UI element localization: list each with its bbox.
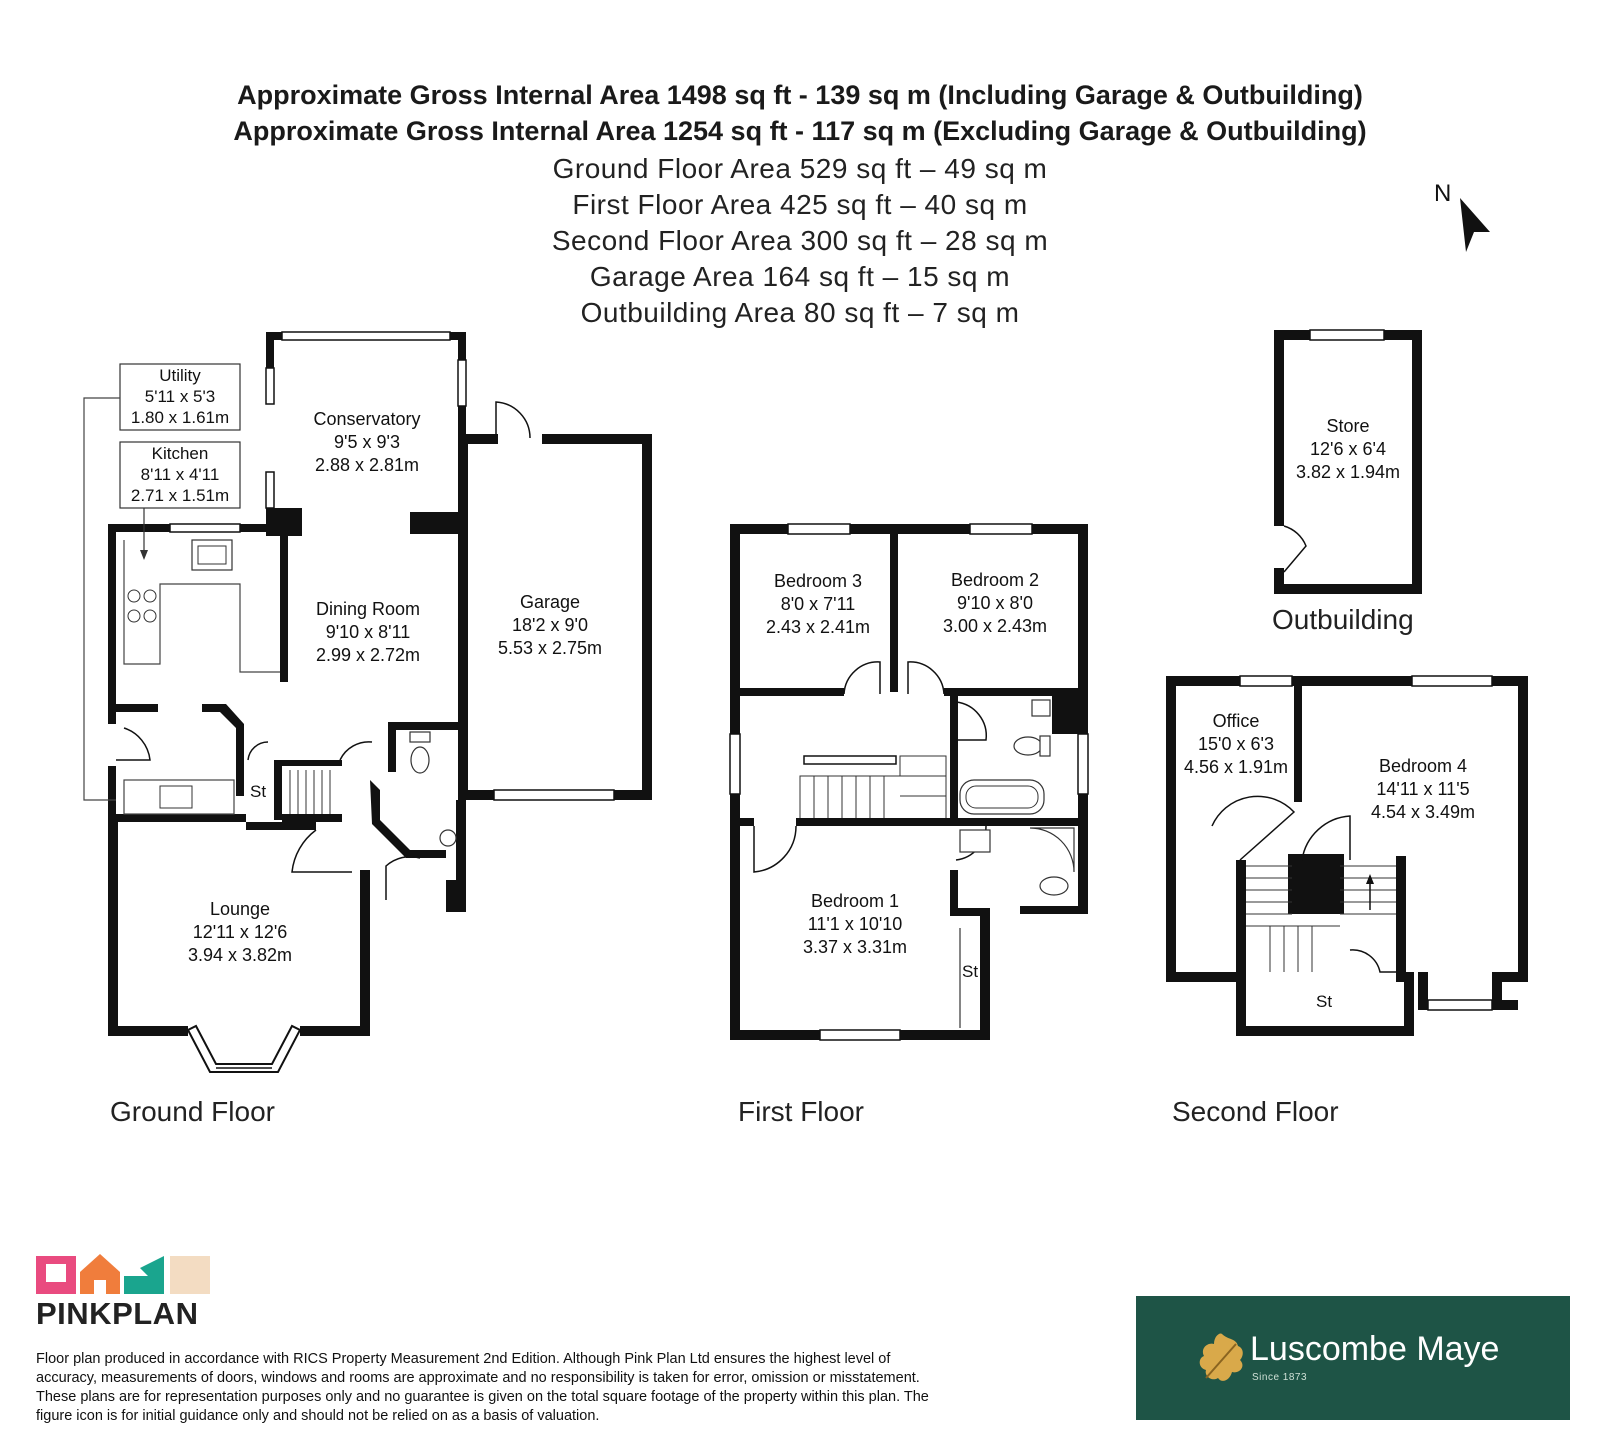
room-metric: 3.00 x 2.43m <box>942 616 1048 636</box>
ground-floor-area: Ground Floor Area 529 sq ft – 49 sq m <box>552 153 1048 184</box>
room-lounge: Lounge 12'11 x 12'6 3.94 x 3.82m <box>188 898 292 967</box>
north-label: N <box>1434 180 1452 207</box>
room-imperial: 12'6 x 6'4 <box>1310 439 1386 459</box>
room-imperial: 18'2 x 9'0 <box>512 615 588 635</box>
first-floor-label: First Floor <box>738 1096 864 1127</box>
room-imperial: 8'11 x 4'11 <box>140 465 220 484</box>
agent-name: Luscombe Maye <box>1250 1330 1500 1368</box>
room-name: Utility <box>159 366 201 385</box>
garage-area: Garage Area 164 sq ft – 15 sq m <box>589 261 1011 292</box>
room-imperial: 9'10 x 8'0 <box>957 593 1033 613</box>
room-metric: 3.82 x 1.94m <box>1295 462 1401 482</box>
room-metric: 4.54 x 3.49m <box>1370 802 1476 822</box>
room-utility: Utility 5'11 x 5'3 1.80 x 1.61m <box>131 365 229 428</box>
room-bedroom1: Bedroom 1 11'1 x 10'10 3.37 x 3.31m <box>803 890 907 959</box>
room-metric: 3.94 x 3.82m <box>187 945 293 965</box>
room-imperial: 9'5 x 9'3 <box>334 432 400 452</box>
oak-leaf-icon <box>1199 1333 1243 1381</box>
room-name: Bedroom 1 <box>810 891 900 911</box>
room-dining: Dining Room 9'10 x 8'11 2.99 x 2.72m <box>316 598 420 667</box>
room-metric: 1.80 x 1.61m <box>130 408 230 427</box>
second-floor-walls <box>1166 675 1528 1036</box>
room-imperial: 15'0 x 6'3 <box>1198 734 1274 754</box>
room-conservatory: Conservatory 9'5 x 9'3 2.88 x 2.81m <box>313 408 420 477</box>
first-floor-area: First Floor Area 425 sq ft – 40 sq m <box>572 189 1028 220</box>
room-metric: 2.43 x 2.41m <box>765 617 871 637</box>
room-imperial: 9'10 x 8'11 <box>325 622 411 642</box>
room-bedroom3: Bedroom 3 8'0 x 7'11 2.43 x 2.41m <box>766 570 870 639</box>
compass-arrow-icon <box>1460 198 1490 252</box>
room-metric: 3.37 x 3.31m <box>802 937 908 957</box>
luscombe-maye-logo: Luscombe Maye Since 1873 <box>1136 1296 1570 1420</box>
room-imperial: 12'11 x 12'6 <box>192 922 288 942</box>
agent-since: Since 1873 <box>1252 1372 1308 1383</box>
storage-label: St <box>962 962 979 981</box>
ground-floor-walls <box>83 331 652 1073</box>
room-bedroom4: Bedroom 4 14'11 x 11'5 4.54 x 3.49m <box>1371 755 1475 824</box>
room-imperial: 14'11 x 11'5 <box>1376 779 1470 799</box>
room-store: Store 12'6 x 6'4 3.82 x 1.94m <box>1296 415 1400 484</box>
room-name: Bedroom 3 <box>773 571 863 591</box>
area-including-garage: Approximate Gross Internal Area 1498 sq … <box>237 80 1363 110</box>
room-name: Bedroom 2 <box>950 570 1040 590</box>
room-imperial: 11'1 x 10'10 <box>807 914 903 934</box>
ground-floor-label: Ground Floor <box>110 1096 275 1127</box>
first-floor-walls <box>729 523 1089 1041</box>
room-office: Office 15'0 x 6'3 4.56 x 1.91m <box>1184 710 1288 779</box>
outbuilding-area: Outbuilding Area 80 sq ft – 7 sq m <box>580 297 1020 328</box>
room-metric: 2.71 x 1.51m <box>130 486 230 505</box>
storage-label: St <box>1316 992 1333 1011</box>
room-metric: 5.53 x 2.75m <box>497 638 603 658</box>
disclaimer-text: Floor plan produced in accordance with R… <box>36 1351 929 1424</box>
pinkplan-logo-icon <box>36 1254 210 1294</box>
room-metric: 2.88 x 2.81m <box>314 455 420 475</box>
area-excluding-garage: Approximate Gross Internal Area 1254 sq … <box>233 116 1367 146</box>
outbuilding-label: Outbuilding <box>1272 604 1414 635</box>
room-bedroom2: Bedroom 2 9'10 x 8'0 3.00 x 2.43m <box>943 569 1047 638</box>
room-imperial: 5'11 x 5'3 <box>144 387 216 406</box>
room-name: Store <box>1326 416 1370 436</box>
storage-label: St <box>250 782 267 801</box>
second-floor-area: Second Floor Area 300 sq ft – 28 sq m <box>551 225 1049 256</box>
room-imperial: 8'0 x 7'11 <box>780 594 856 614</box>
room-kitchen: Kitchen 8'11 x 4'11 2.71 x 1.51m <box>131 443 229 506</box>
room-name: Office <box>1212 711 1260 731</box>
room-name: Kitchen <box>151 444 209 463</box>
room-metric: 4.56 x 1.91m <box>1183 757 1289 777</box>
room-name: Dining Room <box>315 599 421 619</box>
room-name: Lounge <box>209 899 271 919</box>
room-name: Conservatory <box>313 409 421 429</box>
room-name: Bedroom 4 <box>1378 756 1468 776</box>
room-metric: 2.99 x 2.72m <box>315 645 421 665</box>
outbuilding-walls <box>1274 329 1422 594</box>
second-floor-label: Second Floor <box>1172 1096 1339 1127</box>
pinkplan-wordmark: PINKPLAN <box>36 1296 199 1331</box>
room-name: Garage <box>519 592 581 612</box>
room-garage: Garage 18'2 x 9'0 5.53 x 2.75m <box>498 591 602 660</box>
